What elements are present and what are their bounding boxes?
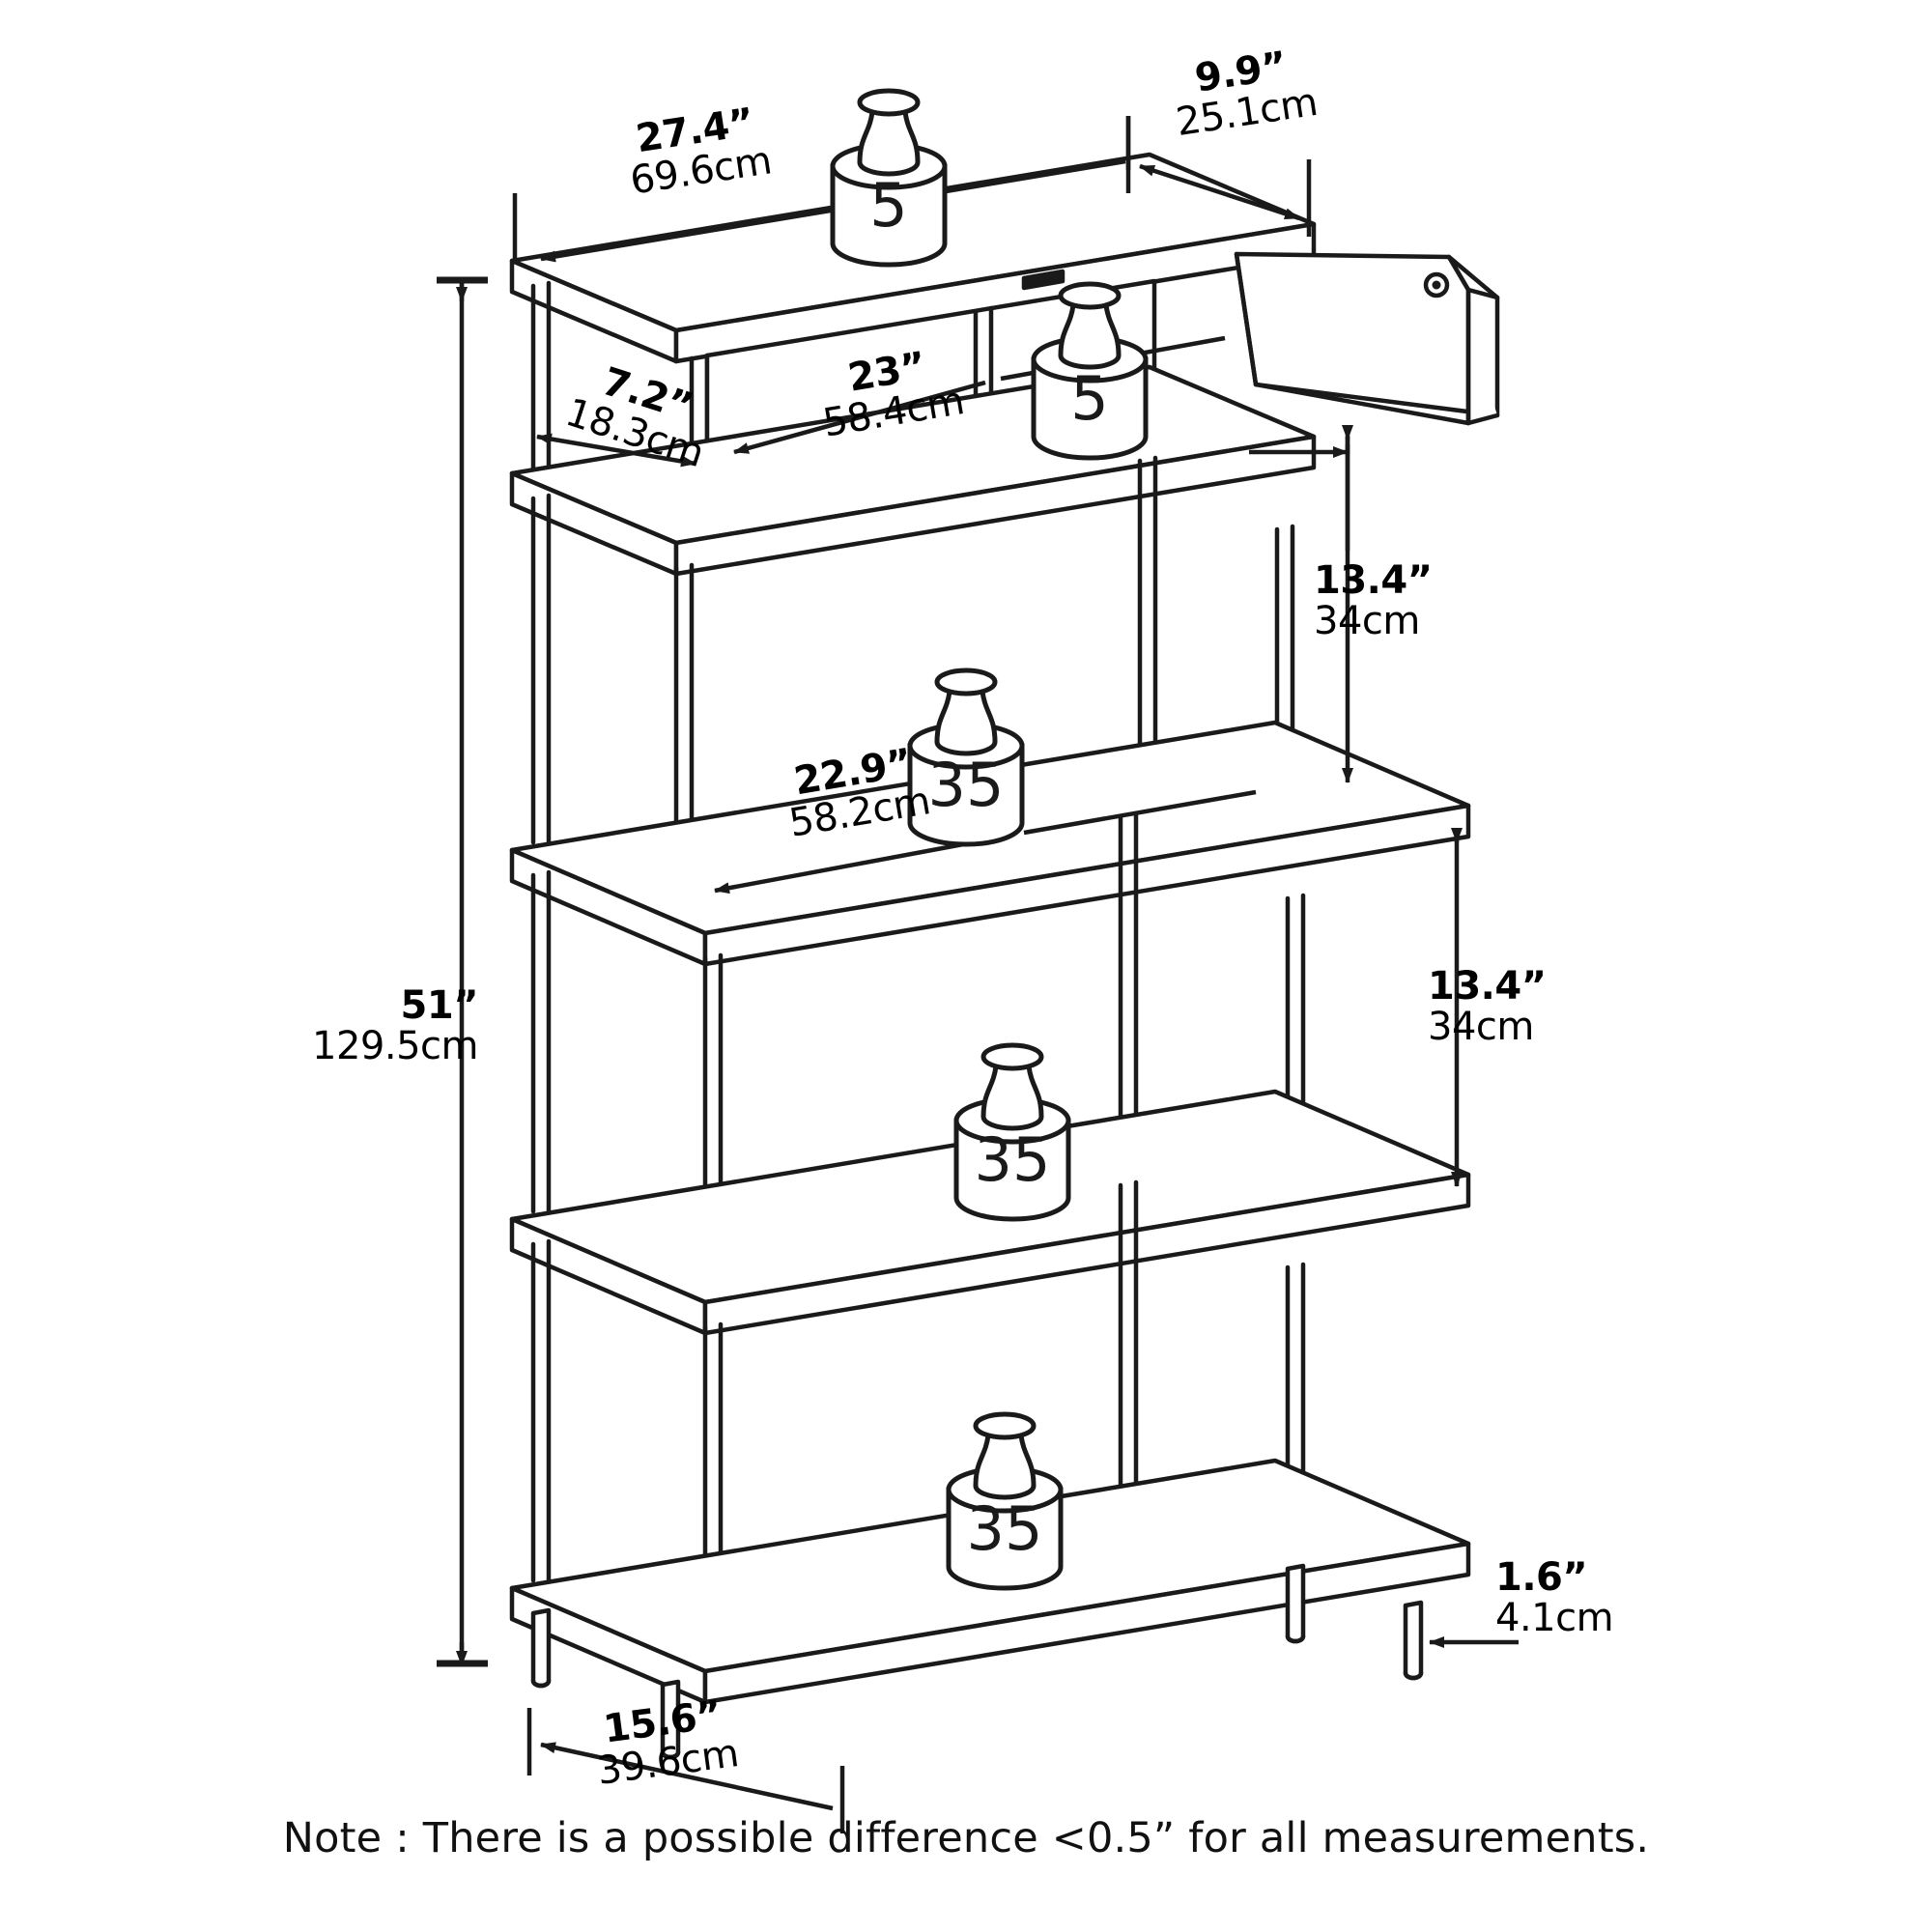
cabinet-door-open <box>1234 251 1500 426</box>
dim-label-leg-height: 1.6” 4.1cm <box>1495 1557 1689 1639</box>
shelf-feet <box>530 1563 1424 1760</box>
weight-top-shelf: 5 <box>833 91 945 265</box>
dim-line-base-depth <box>540 1742 834 1811</box>
dim-line-compartment-width <box>536 433 696 468</box>
weight-label: 35 <box>967 1493 1043 1564</box>
dim-label-overall-height: 51” 129.5cm <box>256 985 478 1067</box>
posts-tier-4 <box>530 1179 1306 1668</box>
weight-shelf-5: 35 <box>949 1414 1061 1588</box>
leader-middle-width <box>1023 789 1257 836</box>
dim-label-lower-clearance: 13.4” 34cm <box>1428 966 1640 1048</box>
dim-imperial-upper-clearance: 13.4” <box>1314 558 1433 603</box>
measurement-note: Note : There is a possible difference <0… <box>282 1814 1650 1862</box>
weight-label: 5 <box>1070 363 1108 434</box>
dim-metric-lower-clearance: 34cm <box>1428 1005 1534 1050</box>
dim-line-top-depth <box>1139 163 1300 221</box>
dim-line-cabinet-width <box>733 380 986 455</box>
dim-imperial-lower-clearance: 13.4” <box>1428 964 1547 1009</box>
dim-metric-leg-height: 4.1cm <box>1495 1596 1614 1641</box>
dim-imperial-overall-height: 51” <box>400 983 479 1028</box>
weight-label: 35 <box>928 750 1005 820</box>
dim-metric-upper-clearance: 34cm <box>1314 599 1420 644</box>
dim-label-upper-clearance: 13.4” 34cm <box>1314 560 1526 642</box>
dim-metric-overall-height: 129.5cm <box>312 1024 478 1069</box>
weight-cabinet: 5 <box>1034 284 1146 458</box>
weight-shelf-3: 35 <box>910 670 1022 844</box>
dim-imperial-leg-height: 1.6” <box>1495 1555 1588 1600</box>
weight-label: 5 <box>869 170 907 241</box>
weight-shelf-4: 35 <box>956 1045 1068 1219</box>
weight-label: 35 <box>975 1124 1051 1195</box>
